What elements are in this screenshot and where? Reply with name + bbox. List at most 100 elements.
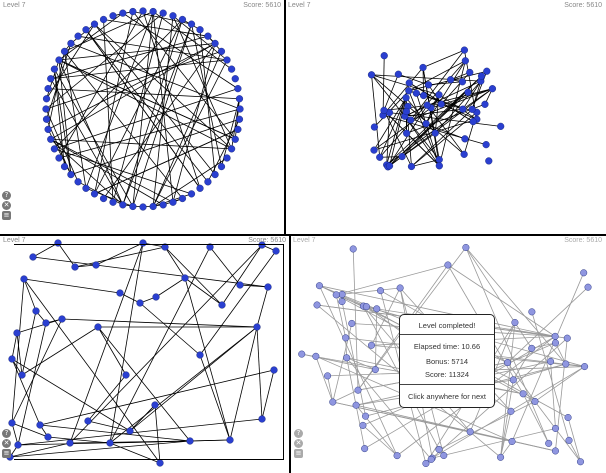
graph-node[interactable] [90,190,99,198]
close-icon[interactable]: ✕ [2,201,11,210]
graph-node[interactable] [235,115,244,123]
graph-node[interactable] [226,436,234,444]
graph-node[interactable] [402,107,411,116]
graph-node[interactable] [66,439,74,447]
graph-node[interactable] [116,289,124,297]
graph-node[interactable] [204,178,212,186]
graph-node[interactable] [223,154,231,162]
graph-node[interactable] [370,146,378,154]
graph-node[interactable] [156,459,164,467]
graph-node[interactable] [228,145,236,153]
graph-node[interactable] [228,65,236,73]
graph-node[interactable] [74,32,82,40]
graph-node[interactable] [235,95,244,103]
graph-node[interactable] [581,363,589,371]
graph-node[interactable] [361,445,369,453]
graph-node[interactable] [362,303,370,311]
help-icon[interactable]: ? [294,429,303,438]
graph-node[interactable] [531,397,539,405]
graph-node[interactable] [54,239,62,247]
graph-node[interactable] [403,129,411,137]
graph-node[interactable] [14,441,22,449]
help-icon[interactable]: ? [2,429,11,438]
graph-node[interactable] [258,241,266,249]
graph-node[interactable] [264,283,272,291]
graph-node[interactable] [312,352,320,360]
graph-node[interactable] [94,323,102,331]
graph-node[interactable] [464,88,472,96]
graph-node[interactable] [447,76,455,84]
graph-node[interactable] [231,135,239,143]
graph-node[interactable] [159,201,167,209]
graph-node[interactable] [552,424,560,432]
graph-node[interactable] [497,453,505,461]
graph-node[interactable] [528,344,536,352]
graph-node[interactable] [394,70,402,78]
graph-node[interactable] [380,106,388,114]
graph-node[interactable] [149,7,157,16]
graph-node[interactable] [196,184,204,192]
graph-node[interactable] [419,91,428,100]
graph-node[interactable] [580,269,588,277]
graph-node[interactable] [32,307,40,315]
graph-node[interactable] [234,125,242,133]
graph-node[interactable] [348,319,356,327]
graph-node[interactable] [181,274,189,282]
graph-node[interactable] [461,135,469,143]
graph-node[interactable] [359,421,367,429]
graph-node[interactable] [196,351,204,359]
graph-node[interactable] [385,162,394,170]
graph-node[interactable] [44,85,52,93]
graph-node[interactable] [187,20,196,28]
graph-node[interactable] [187,190,196,198]
graph-node[interactable] [159,9,167,17]
graph-node[interactable] [161,243,169,251]
graph-node[interactable] [459,105,467,113]
graph-node[interactable] [36,421,44,429]
graph-node[interactable] [562,360,570,368]
graph-node[interactable] [373,305,381,313]
graph-node[interactable] [126,427,134,435]
graph-node[interactable] [178,15,187,24]
graph-node[interactable] [67,170,75,179]
next-level-prompt[interactable]: Click anywhere for next [408,392,486,401]
graph-node[interactable] [258,415,266,423]
graph-node[interactable] [551,339,559,347]
graph-canvas[interactable] [285,0,606,235]
graph-node[interactable] [393,452,401,460]
level-complete-dialog[interactable]: Level completed! Elapsed time: 10.66 Bon… [399,314,495,408]
graph-node[interactable] [460,150,468,158]
graph-node[interactable] [206,243,214,251]
graph-node[interactable] [380,52,388,60]
graph-node[interactable] [354,386,362,394]
graph-node[interactable] [50,145,58,153]
graph-node[interactable] [343,354,351,362]
graph-node[interactable] [204,32,212,40]
graph-node[interactable] [42,105,50,113]
graph-node[interactable] [74,178,82,186]
graph-node[interactable] [71,263,79,271]
graph-node[interactable] [504,359,512,367]
graph-node[interactable] [367,341,375,349]
graph-node[interactable] [584,283,592,291]
graph-node[interactable] [329,398,337,406]
graph-node[interactable] [332,291,340,299]
graph-node[interactable] [169,198,177,206]
graph-node[interactable] [47,75,55,83]
graph-node[interactable] [511,318,519,326]
graph-node[interactable] [398,152,406,161]
graph-node[interactable] [109,198,117,206]
graph-node[interactable] [460,46,469,54]
graph-node[interactable] [84,417,92,425]
graph-node[interactable] [55,56,63,64]
graph-node[interactable] [412,89,420,97]
graph-node[interactable] [551,447,559,455]
graph-node[interactable] [508,437,516,445]
graph-node[interactable] [405,87,413,95]
graph-node[interactable] [338,290,346,298]
graph-node[interactable] [139,203,147,211]
menu-icon[interactable]: ≡ [2,211,11,220]
graph-node[interactable] [563,334,571,342]
graph-node[interactable] [352,401,360,409]
graph-node[interactable] [106,439,114,447]
